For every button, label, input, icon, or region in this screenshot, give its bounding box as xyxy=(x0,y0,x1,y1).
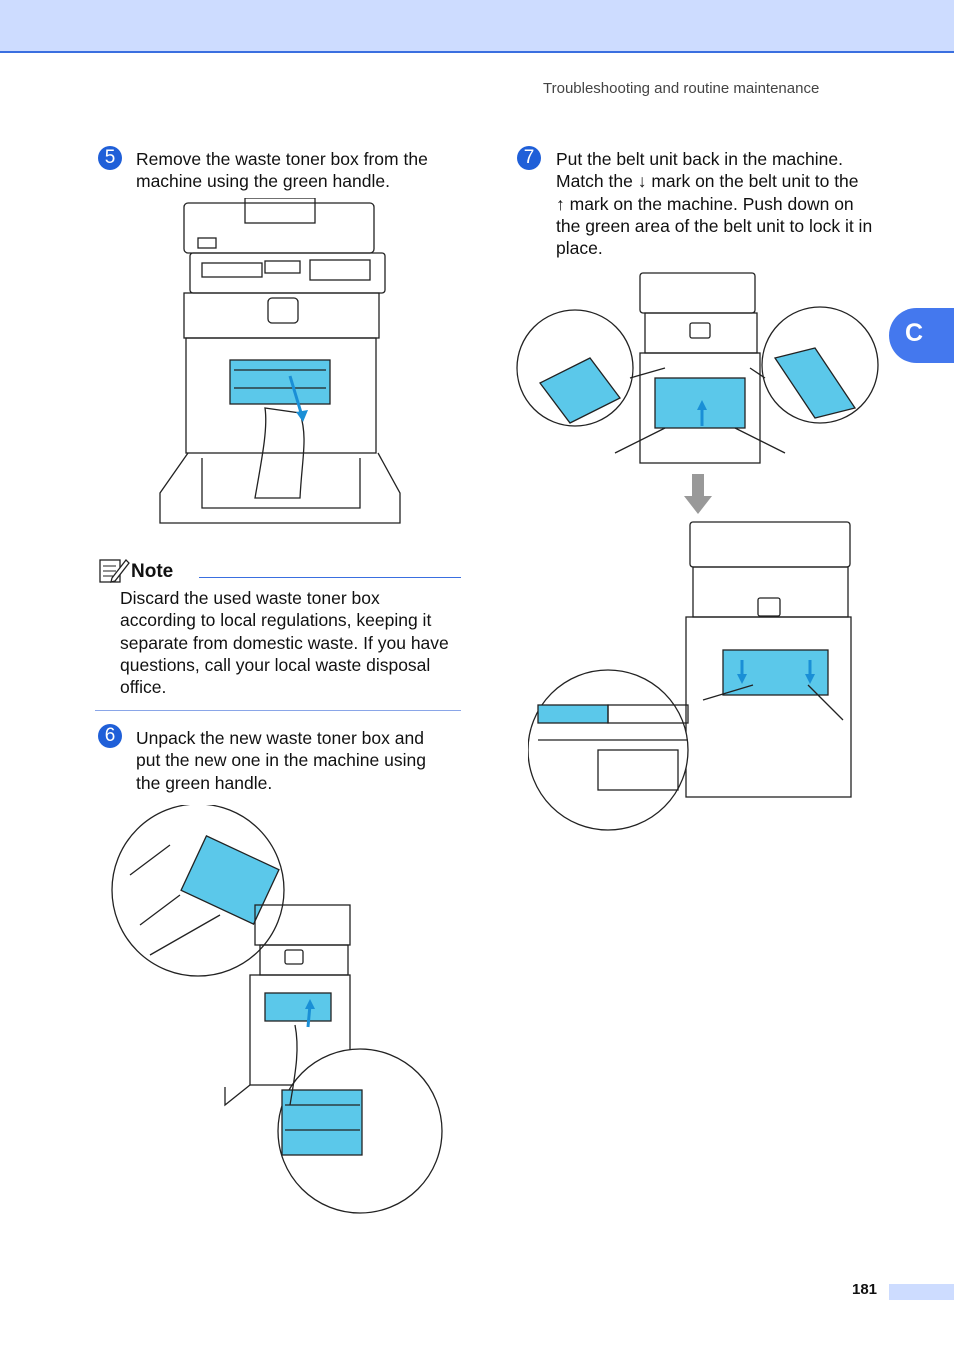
step-5-text: Remove the waste toner box from the mach… xyxy=(136,149,428,192)
header-bar xyxy=(0,0,954,53)
step-7-text: Put the belt unit back in the machine. M… xyxy=(556,149,873,259)
step-5-number: 5 xyxy=(98,146,122,170)
note-title: Note xyxy=(131,561,174,582)
footer-bar xyxy=(889,1284,954,1300)
note-pencil-icon xyxy=(99,559,130,583)
note-bottom-rule xyxy=(95,710,461,711)
chapter-tab: C xyxy=(889,308,954,363)
illustration-belt-unit-lock xyxy=(528,521,852,831)
note-body: Discard the used waste toner box accordi… xyxy=(120,588,449,698)
illustration-remove-waste-toner xyxy=(159,198,401,524)
illustration-belt-unit-insert xyxy=(516,272,879,464)
down-arrow-icon xyxy=(684,474,712,514)
note-rule xyxy=(199,577,461,578)
step-6-text: Unpack the new waste toner box and put t… xyxy=(136,728,426,793)
step-6-number: 6 xyxy=(98,724,122,748)
page-number: 181 xyxy=(852,1281,878,1298)
running-head: Troubleshooting and routine maintenance xyxy=(543,80,820,97)
illustration-insert-waste-toner xyxy=(111,805,443,1214)
step-7-number: 7 xyxy=(517,146,541,170)
